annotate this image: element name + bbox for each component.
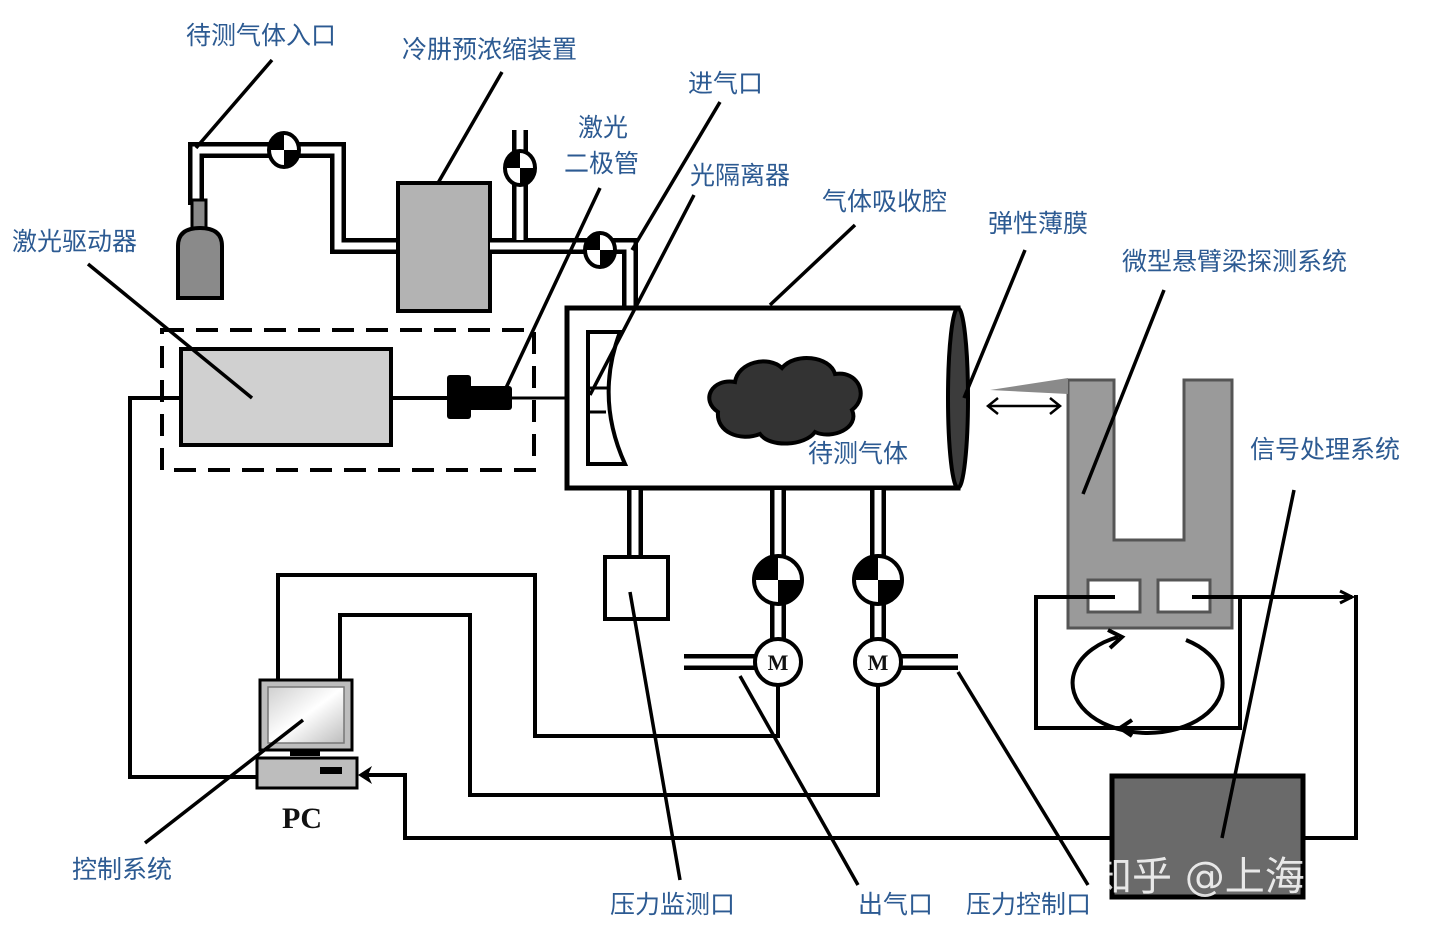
valve-icon[interactable]: [503, 149, 537, 187]
sample-gas-cloud: [707, 355, 863, 446]
motor-label: M: [868, 650, 889, 675]
motor-pump-right[interactable]: M: [853, 637, 903, 687]
label-laser-diode-line1: 激光: [578, 113, 628, 142]
reflected-beam: [990, 378, 1068, 394]
elastic-membrane: [946, 306, 970, 490]
valve-icon[interactable]: [267, 131, 301, 169]
label-cold-trap: 冷肼预浓缩装置: [402, 35, 577, 64]
gas-cylinder: [176, 198, 224, 300]
label-cantilever-system: 微型悬臂梁探测系统: [1122, 247, 1347, 276]
label-signal-processing: 信号处理系统: [1250, 435, 1400, 464]
pressure-sensor-box: [603, 555, 670, 621]
label-pressure-monitor-port: 压力监测口: [610, 890, 735, 919]
label-control-system: 控制系统: [72, 855, 172, 884]
label-outlet: 出气口: [858, 890, 933, 919]
feedback-loop-icon: [1070, 628, 1225, 738]
label-absorption-cell: 气体吸收腔: [822, 187, 947, 216]
leader-lines: [86, 58, 1296, 886]
label-optical-isolator: 光隔离器: [690, 161, 790, 190]
label-laser-driver: 激光驱动器: [12, 227, 137, 256]
label-pressure-control-port: 压力控制口: [966, 890, 1091, 919]
valve-icon[interactable]: [752, 554, 804, 606]
laser-driver-box: [179, 347, 393, 447]
label-gas-inlet: 待测气体入口: [186, 21, 336, 50]
cantilever-u-shape: [1066, 378, 1234, 630]
cold-trap-box: [396, 181, 492, 313]
vibration-double-arrow-icon: [985, 397, 1063, 415]
pc-label: PC: [282, 802, 322, 835]
pc-computer-icon[interactable]: [255, 678, 359, 790]
motor-pump-left[interactable]: M: [753, 637, 803, 687]
valve-icon[interactable]: [583, 231, 617, 269]
label-sample-gas: 待测气体: [808, 439, 908, 468]
label-laser-diode-line2: 二极管: [564, 149, 639, 178]
label-air-inlet: 进气口: [688, 69, 763, 98]
signal-processing-box: [1109, 773, 1306, 900]
laser-diode-icon: [447, 375, 512, 419]
gas-inlet-pipe: [188, 142, 400, 254]
motor-label: M: [768, 650, 789, 675]
label-elastic-membrane: 弹性薄膜: [988, 209, 1088, 238]
valve-icon[interactable]: [852, 554, 904, 606]
optical-isolator: [586, 330, 629, 466]
watermark: 知乎 @上海依阳: [1092, 854, 1385, 900]
